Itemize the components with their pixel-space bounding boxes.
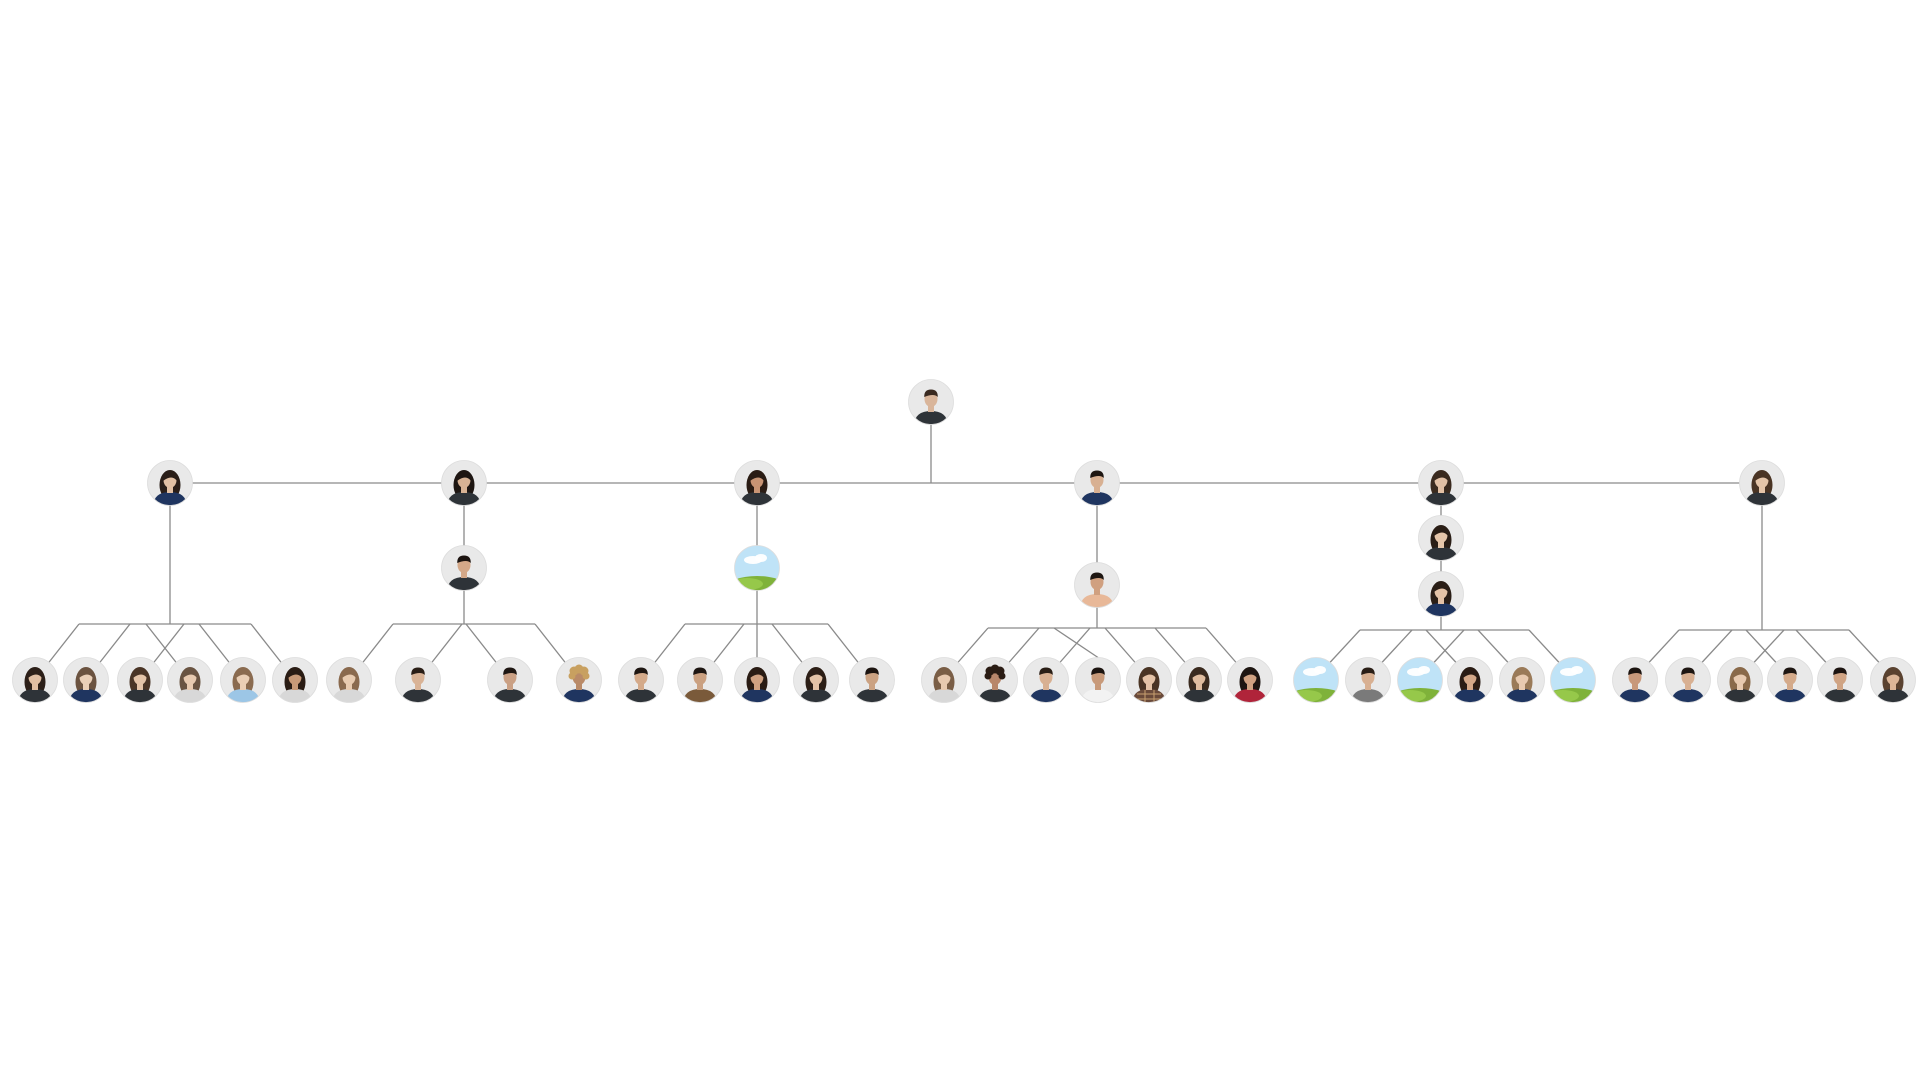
group-6-member-6-connector	[1848, 629, 1881, 664]
group-1-member-3-connector	[152, 623, 185, 664]
group-2-member-4-connector	[534, 623, 567, 664]
group-1-member-avatar-3[interactable]	[117, 657, 163, 704]
group-5-member-6-connector	[1528, 629, 1561, 664]
group-2-member-2-connector	[430, 623, 463, 664]
group-1-member-avatar-2[interactable]	[63, 657, 109, 704]
group-2-member-3-connector	[465, 623, 498, 664]
group-6-member-avatar-3[interactable]	[1717, 657, 1763, 704]
group-5-member-avatar-4[interactable]	[1447, 657, 1493, 704]
group-4-member-avatar-1[interactable]	[921, 657, 967, 704]
group-4-member-avatar-6[interactable]	[1176, 657, 1222, 704]
group-6-member-2-connector	[1700, 629, 1733, 664]
group-6-member-avatar-2[interactable]	[1665, 657, 1711, 704]
group-4-member-5-connector	[1104, 627, 1137, 664]
group-6-member-5-connector	[1795, 629, 1828, 664]
group-4-member-3-connector	[1058, 627, 1091, 664]
group-4-member-6-connector	[1154, 627, 1187, 664]
group-1-member-avatar-6[interactable]	[272, 657, 318, 704]
group-3-member-avatar-2[interactable]	[677, 657, 723, 704]
group-1-member-avatar-5[interactable]	[220, 657, 266, 704]
group-5-member-1-connector	[1328, 629, 1361, 664]
group-6-member-avatar-1[interactable]	[1612, 657, 1658, 704]
group-3-member-avatar-4[interactable]	[793, 657, 839, 704]
group-1-member-6-connector	[250, 623, 283, 664]
group-5-member-3-connector	[1432, 629, 1465, 664]
group-2-middle-avatar-1[interactable]	[441, 545, 487, 592]
group-1-member-avatar-4[interactable]	[167, 657, 213, 704]
group-3-member-2-connector	[712, 623, 745, 664]
group-6-member-avatar-5[interactable]	[1817, 657, 1863, 704]
group-3-member-avatar-1[interactable]	[618, 657, 664, 704]
group-3-member-avatar-5[interactable]	[849, 657, 895, 704]
group-1-member-4-connector	[145, 623, 178, 664]
group-4-member-2-connector	[1007, 627, 1040, 664]
group-2-member-avatar-4[interactable]	[556, 657, 602, 704]
root-avatar[interactable]	[908, 379, 954, 426]
group-4-member-avatar-3[interactable]	[1023, 657, 1069, 704]
group-6-member-1-connector	[1647, 629, 1680, 664]
group-2-member-1-connector	[361, 623, 394, 664]
group-4-member-avatar-5[interactable]	[1126, 657, 1172, 704]
group-4-member-avatar-4[interactable]	[1075, 657, 1121, 704]
group-3-member-avatar-3[interactable]	[734, 657, 780, 704]
group-1-member-1-connector	[47, 623, 80, 664]
group-1-member-2-connector	[98, 623, 131, 664]
group-6-member-avatar-4[interactable]	[1767, 657, 1813, 704]
group-5-member-5-connector	[1477, 629, 1510, 664]
group-4-member-7-connector	[1205, 627, 1238, 664]
group-1-lead-avatar[interactable]	[147, 460, 193, 507]
group-1-member-5-connector	[198, 623, 231, 664]
group-5-member-avatar-3[interactable]	[1390, 657, 1450, 711]
group-5-member-4-connector	[1425, 629, 1458, 664]
group-5-middle-avatar-2[interactable]	[1418, 571, 1464, 618]
group-5-member-avatar-2[interactable]	[1345, 657, 1391, 704]
group-3-middle-avatar-1[interactable]	[727, 545, 787, 599]
group-2-member-avatar-1[interactable]	[326, 657, 372, 704]
group-2-member-avatar-2[interactable]	[395, 657, 441, 704]
connector-lines	[47, 425, 1881, 664]
group-4-member-avatar-7[interactable]	[1227, 657, 1273, 704]
group-6-member-avatar-6[interactable]	[1870, 657, 1916, 704]
group-6-member-4-connector	[1745, 629, 1778, 664]
group-3-member-1-connector	[653, 623, 686, 664]
org-nodes	[12, 379, 1916, 711]
group-2-lead-avatar[interactable]	[441, 460, 487, 507]
group-6-member-3-connector	[1752, 629, 1785, 664]
group-2-member-avatar-3[interactable]	[487, 657, 533, 704]
group-3-member-5-connector	[827, 623, 860, 664]
group-3-member-4-connector	[771, 623, 804, 664]
group-5-middle-avatar-1[interactable]	[1418, 515, 1464, 562]
group-4-middle-avatar-1[interactable]	[1074, 562, 1120, 609]
group-6-lead-avatar[interactable]	[1739, 460, 1785, 507]
group-5-member-avatar-6[interactable]	[1543, 657, 1603, 711]
group-1-member-avatar-1[interactable]	[12, 657, 58, 704]
group-5-member-avatar-5[interactable]	[1499, 657, 1545, 704]
group-4-member-4-connector	[1053, 627, 1099, 659]
group-4-lead-avatar[interactable]	[1074, 460, 1120, 507]
group-5-member-avatar-1[interactable]	[1286, 657, 1346, 711]
group-4-member-1-connector	[956, 627, 989, 664]
group-3-lead-avatar[interactable]	[734, 460, 780, 507]
group-5-lead-avatar[interactable]	[1418, 460, 1464, 507]
group-5-member-2-connector	[1380, 629, 1413, 664]
group-4-member-avatar-2[interactable]	[972, 657, 1018, 704]
